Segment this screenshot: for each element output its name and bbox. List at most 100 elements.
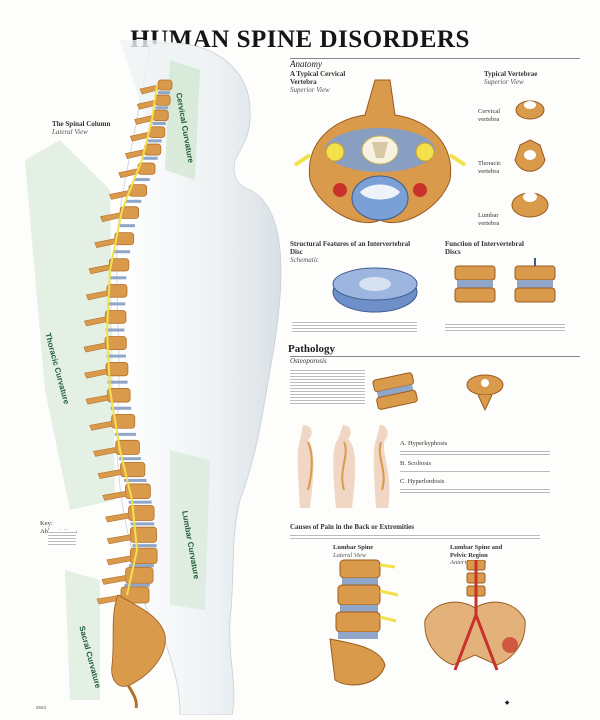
spinous-process [106, 555, 131, 566]
spinous-process [118, 168, 139, 179]
thoracic-band [25, 140, 115, 510]
vertebral-column [83, 79, 173, 605]
section-pathology: Pathology [288, 343, 336, 355]
vertebra-body [143, 143, 162, 156]
intervertebral-disc [124, 583, 150, 587]
vertebra-body [108, 258, 130, 272]
spinous-process [136, 99, 156, 110]
typical-vertebrae-title: Typical Vertebrae Superior View [484, 70, 554, 86]
scoliosis-name: Scoliosis [407, 460, 432, 467]
curvature-disorders-diagram [297, 425, 390, 508]
spinous-process [85, 394, 108, 405]
scoliosis-entry: B. Scoliosis [400, 460, 560, 468]
osteoporosis-title: Osteoporosis [290, 357, 327, 365]
intervertebral-disc [134, 178, 150, 182]
lumbar-spine-heading: Lumbar Spine [333, 544, 374, 551]
publisher-logo: ◆ [505, 700, 510, 706]
intervertebral-disc [157, 91, 170, 95]
spinous-process [94, 238, 115, 249]
thoracic-vertebra-small [514, 139, 546, 172]
intervertebral-disc [107, 302, 126, 306]
pathology-divider [290, 356, 580, 357]
spinal-column-figure [25, 40, 282, 715]
spinous-process [124, 149, 145, 159]
typical-vertebra-label-2: Thoracic vertebra [478, 160, 502, 175]
spinous-process [109, 190, 130, 200]
hyperlordosis-entry: C. Hyperlordosis [400, 478, 560, 486]
spinal-cord [105, 84, 158, 596]
disc-function-title: Function of Intervertebral Discs [445, 240, 524, 256]
typical-vertebrae-subtitle: Superior View [484, 78, 524, 86]
anatomy-divider [290, 58, 580, 59]
scoliosis-letter: B. [400, 460, 406, 467]
hyperlordosis-name: Hyperlordosis [407, 478, 445, 485]
catalog-number: 9563 [36, 705, 47, 710]
spinous-process [89, 421, 112, 431]
spinous-process [134, 115, 154, 125]
typical-vertebrae-diagram [511, 100, 549, 218]
osteoporosis-text [290, 368, 365, 406]
typical-vertebrae-heading: Typical Vertebrae [484, 70, 538, 78]
cervical-vertebra-diagram [293, 79, 467, 224]
spinous-process [100, 212, 121, 222]
typical-vertebra-label-3: Lumbar vertebra [478, 212, 500, 227]
lumbar-vertebra-small [511, 192, 549, 218]
lumbar-spine-title: Lumbar Spine Lateral View [333, 544, 393, 559]
hyperlordosis-figure [373, 425, 390, 508]
sacrum [111, 594, 166, 687]
lumbar-pelvic-anterior-diagram [424, 560, 526, 671]
intervertebral-disc [132, 544, 157, 548]
disc-structure-text [292, 320, 417, 334]
vertebra-body [128, 505, 155, 521]
intervertebral-disc [129, 564, 154, 568]
intervertebral-disc [124, 478, 147, 482]
spinous-process [139, 84, 159, 95]
disc-structure-subtitle: Schematic [290, 256, 319, 264]
intervertebral-disc [143, 156, 158, 160]
disc-function-text [445, 322, 565, 331]
spinous-process [97, 469, 121, 479]
intervertebral-disc [113, 250, 131, 254]
scoliosis-text [400, 469, 550, 472]
spinous-process [85, 290, 107, 301]
lumbar-pelvic-heading: Lumbar Spine and Pelvic Region [450, 544, 503, 559]
cervical-vertebra-small [515, 100, 545, 120]
hyperkyphosis-figure [297, 425, 314, 508]
spinous-process [105, 512, 129, 523]
coccyx [126, 684, 138, 709]
cervical-band [165, 60, 200, 180]
hyperkyphosis-letter: A. [400, 440, 407, 447]
scoliosis-figure [333, 425, 356, 508]
disc-function-diagram [454, 258, 556, 303]
intervertebral-disc [119, 457, 141, 461]
spinal-column-heading: The Spinal Column [52, 120, 111, 128]
intervertebral-disc [130, 522, 155, 526]
typical-vertebra-label-1: Cervical vertebra [478, 108, 501, 123]
disc-structure-title: Structural Features of an Intervertebral… [290, 240, 410, 264]
spinous-process [129, 131, 150, 142]
spinous-process [88, 264, 110, 275]
vertebra-body [129, 526, 157, 543]
intervertebral-disc [128, 500, 152, 504]
intervertebral-disc [147, 139, 162, 143]
lumbar-band [170, 450, 210, 610]
spinous-process [102, 491, 126, 501]
hyperkyphosis-entry: A. Hyperkyphosis [400, 440, 560, 448]
intervertebral-disc [152, 121, 166, 125]
vertebra-body [155, 94, 171, 106]
vertebra-body [157, 79, 173, 91]
intervertebral-disc [114, 432, 136, 436]
lumbar-spine-subtitle: Lateral View [333, 551, 367, 559]
spinous-process [96, 594, 122, 605]
disc-structure-diagram [332, 267, 418, 313]
spinous-process [84, 316, 106, 327]
hyperkyphosis-text [400, 449, 550, 455]
lumbar-spine-lateral-diagram [329, 559, 399, 686]
spinous-process [106, 534, 131, 545]
spinous-process [83, 342, 106, 353]
legend-text [48, 530, 76, 546]
spinal-column-title: The Spinal Column Lateral View [52, 120, 112, 136]
sacral-band [65, 570, 100, 700]
cervical-vertebra-subtitle: Superior View [290, 86, 330, 94]
